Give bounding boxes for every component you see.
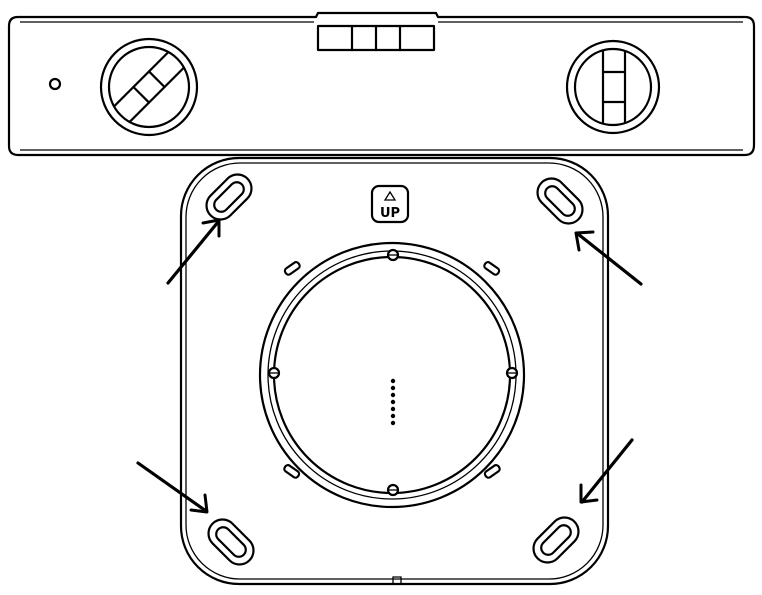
- up-badge: UP: [370, 184, 410, 224]
- level-hang-hole: [48, 77, 62, 91]
- up-triangle-icon: [383, 190, 397, 201]
- ring-tabs: [283, 261, 501, 479]
- keyhole-slot-top-right: [536, 177, 584, 225]
- up-label: UP: [380, 206, 400, 221]
- keyhole-slot-top-left: [205, 173, 253, 221]
- arrow-bottom-left: [136, 461, 209, 514]
- center-dots: [390, 378, 396, 426]
- center-ring: [258, 241, 526, 509]
- arrow-top-right: [574, 230, 643, 286]
- level-right-vial: [565, 39, 661, 135]
- plate-bottom-notch: [392, 576, 402, 584]
- level-left-vial: [99, 37, 199, 137]
- keyhole-slot-bottom-right: [532, 516, 580, 564]
- screw-top: [386, 248, 400, 262]
- screw-left: [267, 366, 281, 380]
- keyhole-slot-bottom-left: [207, 518, 255, 566]
- screw-bottom: [386, 483, 400, 497]
- mounting-plate: UP: [179, 156, 610, 586]
- arrow-bottom-right: [579, 438, 634, 504]
- spirit-level: [7, 11, 756, 157]
- level-top-vial: [316, 24, 436, 52]
- arrow-top-left: [166, 218, 221, 285]
- screw-right: [505, 366, 519, 380]
